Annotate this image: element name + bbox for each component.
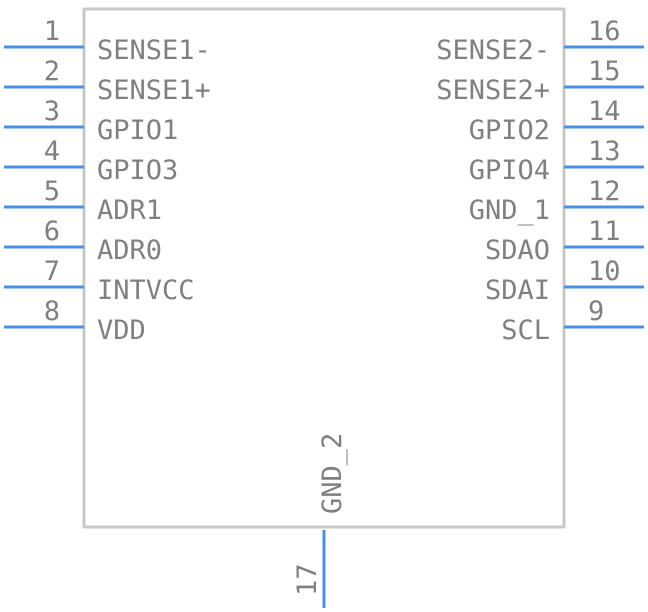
pin-16-name: SENSE2-	[436, 35, 550, 66]
pin-17-name: GND_2	[317, 433, 348, 514]
pin-4-name: GPIO3	[97, 155, 178, 186]
pin-11-name: SDAO	[485, 235, 550, 266]
pin-8-name: VDD	[97, 315, 146, 346]
pin-15-number: 15	[588, 56, 621, 87]
pin-2-number: 2	[44, 56, 60, 87]
pin-3-name: GPIO1	[97, 115, 178, 146]
pin-12-name: GND_1	[469, 195, 550, 226]
pin-9-number: 9	[588, 296, 604, 327]
pin-2-name: SENSE1+	[97, 75, 211, 106]
pin-15-name: SENSE2+	[436, 75, 550, 106]
pin-14-name: GPIO2	[469, 115, 550, 146]
pin-9-name: SCL	[501, 315, 550, 346]
pin-10-name: SDAI	[485, 275, 550, 306]
pin-6-number: 6	[44, 216, 60, 247]
pin-3-number: 3	[44, 96, 60, 127]
pin-17-number: 17	[292, 563, 323, 596]
pin-12-number: 12	[588, 176, 621, 207]
pin-16-number: 16	[588, 16, 621, 47]
pin-1-number: 1	[44, 16, 60, 47]
pin-10-number: 10	[588, 256, 621, 287]
pin-7-number: 7	[44, 256, 60, 287]
pin-5-name: ADR1	[97, 195, 162, 226]
pin-13-name: GPIO4	[469, 155, 550, 186]
pin-8-number: 8	[44, 296, 60, 327]
pin-13-number: 13	[588, 136, 621, 167]
pin-6-name: ADR0	[97, 235, 162, 266]
pin-7-name: INTVCC	[97, 275, 195, 306]
pin-11-number: 11	[588, 216, 621, 247]
pin-1-name: SENSE1-	[97, 35, 211, 66]
pin-4-number: 4	[44, 136, 60, 167]
pin-14-number: 14	[588, 96, 621, 127]
pin-5-number: 5	[44, 176, 60, 207]
ic-body-outline	[82, 7, 566, 529]
